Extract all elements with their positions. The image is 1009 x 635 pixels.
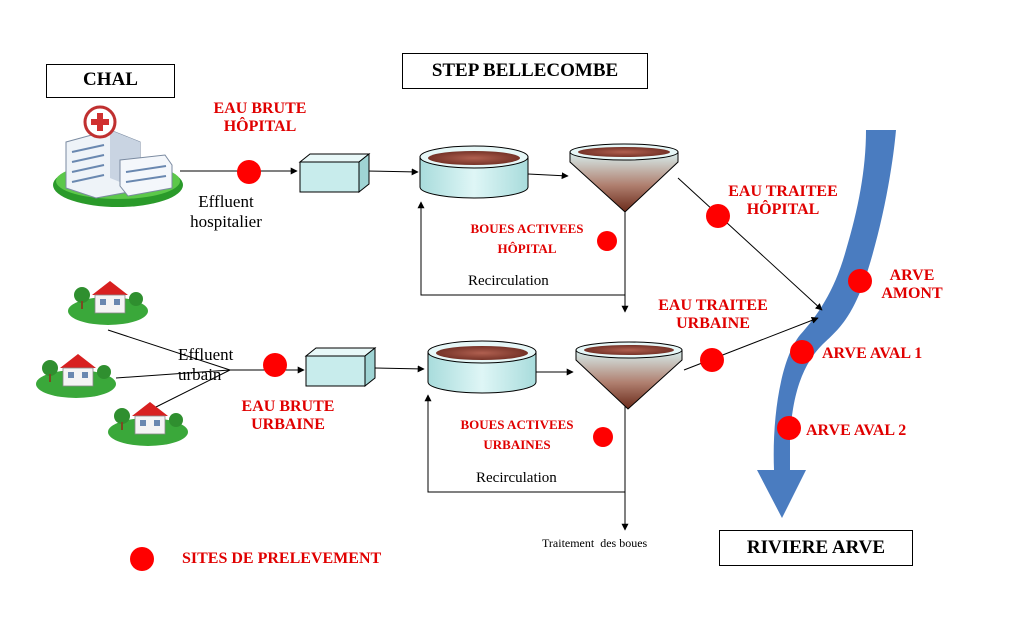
- hospital-icon: [53, 105, 183, 207]
- label-recirculation-top: Recirculation: [468, 273, 549, 289]
- flow-line: [373, 365, 425, 373]
- clarifier-urban: [575, 341, 683, 410]
- legend-dot: [130, 547, 154, 571]
- flow-line: [107, 329, 231, 371]
- sampling-dot-boues-hopital: [597, 231, 617, 251]
- label-recirculation-bottom: Recirculation: [476, 470, 557, 486]
- flow-line: [149, 369, 231, 411]
- house-icon: [108, 402, 188, 446]
- sampling-dot-arve-aval-1: [790, 340, 814, 364]
- label-arve-aval-2: ARVE AVAL 2: [806, 422, 907, 439]
- sampling-dot-arve-aval-2: [777, 416, 801, 440]
- house-icon: [68, 281, 148, 325]
- recirculation-line: [424, 394, 626, 493]
- label-arve-aval-1: ARVE AVAL 1: [822, 345, 923, 362]
- flow-line: [677, 177, 823, 311]
- pretreatment-box-hospital: [298, 152, 371, 194]
- sampling-dot-arve-amont: [848, 269, 872, 293]
- sampling-dot-eau-traitee-urbaine: [700, 348, 724, 372]
- label-traitement-boues: Traitement des boues: [542, 536, 648, 550]
- legend-label: SITES DE PRELEVEMENT: [182, 550, 382, 567]
- sampling-dot-eau-brute-urbaine: [263, 353, 287, 377]
- flow-line: [115, 369, 231, 379]
- aeration-tank-urban: [427, 340, 537, 394]
- riviere-box: RIVIERE ARVE: [719, 530, 913, 566]
- clarifier-hospital: [569, 143, 679, 213]
- sampling-dot-eau-traitee-hopital: [706, 204, 730, 228]
- step-box: STEP BELLECOMBE: [402, 53, 648, 89]
- flow-line: [365, 168, 419, 176]
- flow-line: [527, 172, 569, 180]
- recirculation-line: [417, 196, 626, 296]
- river-arve: [757, 130, 896, 518]
- chal-box: CHAL: [46, 64, 175, 98]
- house-icon: [36, 354, 116, 398]
- pretreatment-box-urban: [304, 346, 377, 388]
- sampling-dot-eau-brute-hopital: [237, 160, 261, 184]
- aeration-tank-hospital: [419, 145, 529, 199]
- sampling-dot-boues-urbaines: [593, 427, 613, 447]
